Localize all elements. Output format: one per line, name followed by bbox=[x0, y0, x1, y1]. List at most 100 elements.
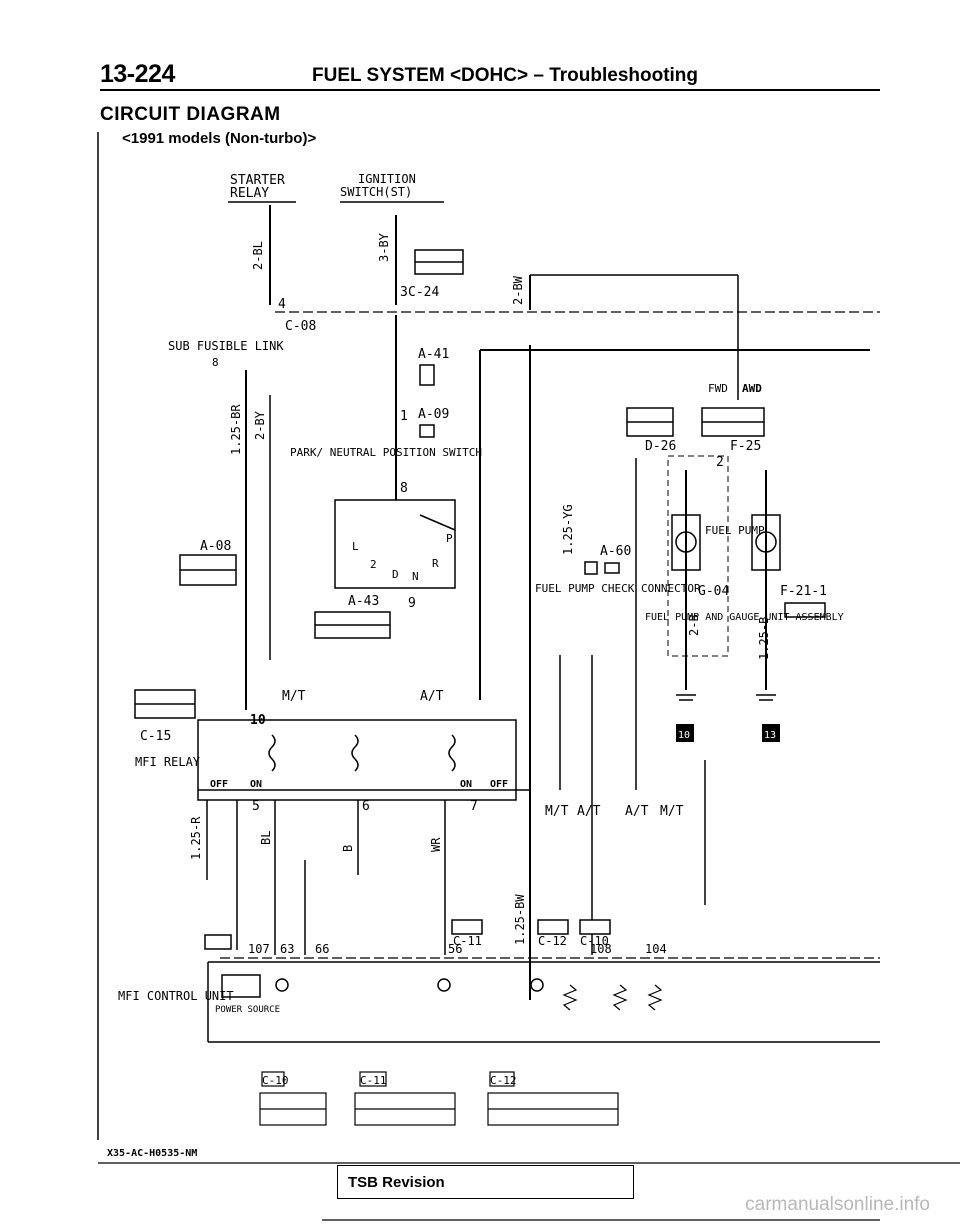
svg-text:RELAY: RELAY bbox=[230, 186, 269, 201]
connector-d26-icon bbox=[626, 407, 674, 437]
connector-a60-label: A-60 bbox=[600, 544, 631, 559]
terminal-4: 4 bbox=[278, 297, 286, 312]
at-label-right: A/T bbox=[625, 804, 649, 819]
connector-c12-icon bbox=[537, 919, 569, 935]
svg-text:N: N bbox=[412, 570, 419, 583]
connector-c15-label: C-15 bbox=[140, 729, 171, 744]
fuel-pump-check-connector-label: FUEL PUMP CHECK CONNECTOR bbox=[535, 582, 701, 595]
watermark: carmanualsonline.info bbox=[745, 1194, 930, 1215]
resistor-1 bbox=[562, 984, 578, 1011]
connector-c10-pinout-label: C-10 bbox=[262, 1074, 289, 1087]
at-label-bottom: A/T bbox=[577, 804, 601, 819]
mt-label-bottom: M/T bbox=[545, 804, 569, 819]
connector-a09-label: A-09 bbox=[418, 407, 449, 422]
ground-box-13 bbox=[762, 724, 780, 742]
connector-d26-label: D-26 bbox=[645, 439, 676, 454]
wire-label-2-BY-left: 2-BY bbox=[253, 410, 267, 440]
connector-f21-label: F-21-1 bbox=[780, 584, 827, 599]
connector-c24-icon bbox=[414, 249, 464, 275]
page-title: FUEL SYSTEM <DOHC> – Troubleshooting bbox=[312, 65, 699, 86]
terminal-2: 2 bbox=[716, 455, 724, 470]
connector-a43-icon bbox=[314, 611, 391, 639]
terminal-56: 56 bbox=[448, 942, 462, 956]
connector-g04-label: G-04 bbox=[698, 584, 729, 599]
terminal-3: 3 bbox=[400, 285, 408, 300]
page-number: 13-224 bbox=[100, 60, 175, 88]
wire-label-1.25-R: 1.25-R bbox=[189, 816, 203, 860]
drawing-code: X35-AC-H0535-NM bbox=[107, 1148, 198, 1159]
terminal-1: 1 bbox=[400, 409, 408, 424]
section-title: CIRCUIT DIAGRAM bbox=[100, 104, 281, 125]
connector-c10-icon bbox=[204, 934, 232, 950]
connector-c11-pinout bbox=[354, 1071, 456, 1126]
wire-label-2-B: 2-B bbox=[687, 614, 701, 636]
ground-number-13: 13 bbox=[764, 730, 776, 741]
svg-text:L: L bbox=[352, 540, 359, 553]
svg-text:IGNITION: IGNITION bbox=[358, 172, 416, 186]
wire-label-1.25-BW: 1.25-BW bbox=[513, 894, 527, 945]
connector-a41-icon bbox=[419, 364, 435, 386]
svg-text:P: P bbox=[446, 532, 453, 545]
connector-c12-pinout-label: C-12 bbox=[490, 1074, 517, 1087]
relay-coil-left bbox=[268, 734, 276, 772]
svg-text:D: D bbox=[392, 568, 399, 581]
fuel-pump-label: FUEL PUMP bbox=[705, 524, 765, 537]
resistor-3 bbox=[647, 984, 663, 1011]
tsb-revision-label: TSB Revision bbox=[348, 1174, 445, 1191]
shift-positions: L2D NRP bbox=[352, 532, 453, 583]
power-source-box bbox=[221, 974, 261, 998]
terminal-5: 5 bbox=[252, 799, 260, 814]
connector-c08-label: C-08 bbox=[285, 319, 316, 334]
wire-label-2-BL: 2-BL bbox=[251, 241, 265, 270]
header-rule bbox=[100, 89, 880, 91]
connector-c15-icon bbox=[134, 689, 196, 719]
mfi-relay-box bbox=[197, 719, 517, 801]
wire-label-B: B bbox=[341, 845, 355, 852]
connector-a41-label: A-41 bbox=[418, 347, 449, 362]
relay-on-right: ON bbox=[460, 779, 472, 790]
connector-f21-icon bbox=[784, 602, 826, 618]
connector-c11-pinout-label: C-11 bbox=[360, 1074, 387, 1087]
connector-c10-label: C-10 bbox=[580, 934, 609, 948]
wire-label-1.25-YG: 1.25-YG bbox=[561, 504, 575, 555]
awd-label: AWD bbox=[742, 382, 762, 395]
connector-c11-label: C-11 bbox=[453, 934, 482, 948]
connector-c10b-icon bbox=[579, 919, 611, 935]
wire-label-3-BY: 3-BY bbox=[377, 232, 391, 262]
resistor-2 bbox=[612, 984, 628, 1011]
terminal-66: 66 bbox=[315, 942, 329, 956]
svg-text:SWITCH(ST): SWITCH(ST) bbox=[340, 185, 412, 199]
wire-label-WR: WR bbox=[429, 837, 443, 852]
terminal-63: 63 bbox=[280, 942, 294, 956]
mt-label-top: M/T bbox=[282, 689, 306, 704]
fusible-link-number: 8 bbox=[212, 356, 219, 369]
terminal-107: 107 bbox=[248, 942, 270, 956]
wire-label-1.25-B: 1.25-B bbox=[757, 617, 771, 660]
sub-fusible-link-label: SUB FUSIBLE LINK bbox=[168, 339, 284, 353]
connector-a09-icon bbox=[419, 424, 435, 438]
svg-text:STARTER: STARTER bbox=[230, 173, 285, 188]
connector-c11-icon bbox=[451, 919, 483, 935]
fwd-dash-box bbox=[667, 455, 729, 657]
relay-coil-mid bbox=[351, 734, 359, 772]
connector-a43-label: A-43 bbox=[348, 594, 379, 609]
section-subtitle: <1991 models (Non-turbo)> bbox=[122, 130, 317, 147]
svg-text:2: 2 bbox=[370, 558, 377, 571]
terminal-108: 108 bbox=[590, 942, 612, 956]
ground-mark-right bbox=[756, 694, 776, 701]
relay-off-right: OFF bbox=[490, 779, 508, 790]
terminal-6: 6 bbox=[362, 799, 370, 814]
connector-c12-pinout bbox=[487, 1071, 619, 1126]
svg-text:R: R bbox=[432, 557, 439, 570]
page-header: 13-224 FUEL SYSTEM <DOHC> – Troubleshoot… bbox=[0, 58, 960, 98]
connector-f25-icon bbox=[701, 407, 765, 437]
connector-a08-icon bbox=[179, 554, 237, 586]
relay-coil-right bbox=[448, 734, 456, 772]
connector-f25-label: F-25 bbox=[730, 439, 761, 454]
terminal-9: 9 bbox=[408, 596, 416, 611]
wire-label-2-BW-top: 2-BW bbox=[511, 275, 525, 305]
connector-a08-label: A-08 bbox=[200, 539, 231, 554]
